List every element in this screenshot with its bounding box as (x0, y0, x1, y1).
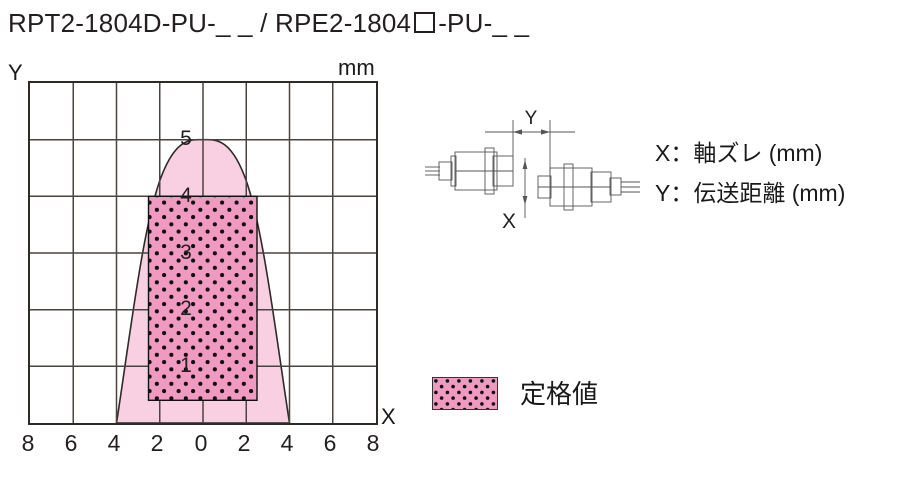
x-dimension-arrow-top (522, 160, 528, 169)
y-tick-2: 2 (180, 297, 192, 320)
axis-definitions: X：軸ズレ (mm) Y：伝送距離 (mm) (655, 133, 845, 213)
y-tick-3: 3 (180, 241, 192, 264)
y-dimension (485, 120, 575, 176)
x-tick-p2: 2 (237, 430, 251, 456)
y-tick-5: 5 (180, 127, 192, 150)
y-dimension-label: Y (525, 110, 538, 129)
plot-svg (30, 83, 376, 423)
y-dimension-arrow-left (513, 129, 522, 135)
x-tick-m4: 4 (107, 430, 121, 456)
chart-unit-label: mm (338, 55, 375, 80)
definition-y: Y：伝送距離 (mm) (655, 180, 846, 206)
x-tick-p4: 4 (280, 430, 294, 456)
x-tick-m2: 2 (150, 430, 164, 456)
y-tick-1: 1 (180, 354, 192, 377)
x-axis-ticks: 8 6 4 2 0 2 4 6 8 (0, 430, 400, 462)
page-title: RPT2-1804D-PU-_ _ / RPE2-1804 -PU-_ _ (8, 8, 529, 39)
definition-x: X：軸ズレ (mm) (655, 140, 823, 166)
x-tick-p6: 6 (323, 430, 337, 456)
y-dimension-arrow-right (541, 129, 550, 135)
rated-value-rect (147, 195, 258, 402)
x-tick-m8: 8 (21, 430, 35, 456)
chart: Y mm X (0, 55, 400, 480)
plot-area: 5 4 3 2 1 (28, 81, 378, 425)
page-title-suffix: -PU-_ _ (438, 8, 530, 38)
x-tick-0: 0 (194, 430, 208, 456)
page-title-prefix: RPT2-1804D-PU-_ _ / RPE2-1804 (8, 8, 412, 38)
x-dimension-arrow-bottom (522, 196, 528, 205)
x-axis-label: X (381, 404, 396, 429)
x-tick-p8: 8 (366, 430, 380, 456)
legend-label: 定格値 (520, 379, 599, 409)
y-axis-label: Y (8, 60, 23, 85)
x-dimension-label: X (502, 210, 516, 233)
rated-value-swatch (432, 377, 498, 410)
sensor-pair-diagram: Y X (425, 108, 645, 250)
y-tick-4: 4 (180, 184, 192, 207)
x-tick-m6: 6 (64, 430, 78, 456)
square-placeholder-icon (414, 12, 436, 33)
